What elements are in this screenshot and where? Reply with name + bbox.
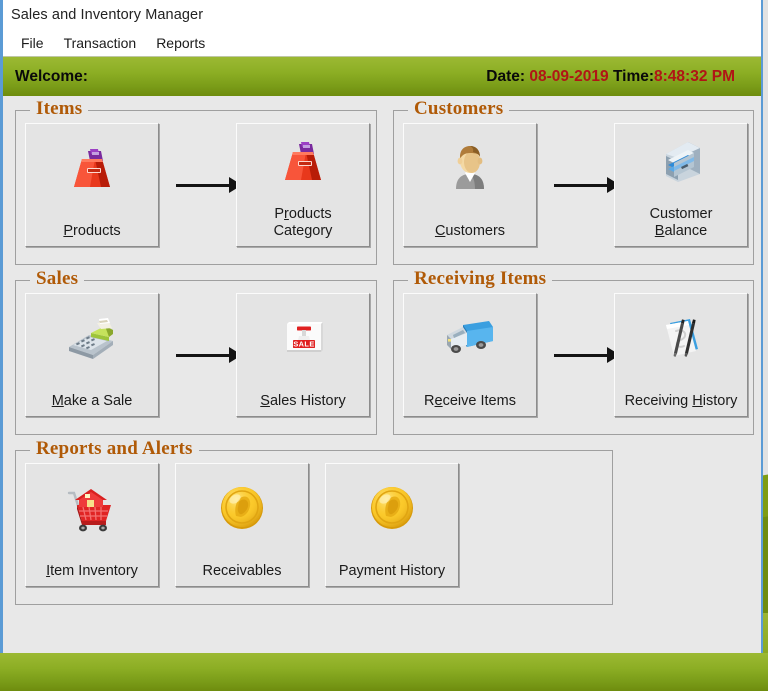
menu-item-reports[interactable]: Reports — [156, 35, 206, 51]
button-products[interactable]: Products — [25, 123, 159, 247]
button-products-label: Products — [63, 223, 121, 239]
person-icon — [404, 124, 536, 212]
client-area: Items Products — [3, 96, 761, 672]
arrow-customers-to-balance — [554, 177, 620, 193]
time-value: 8:48:32 PM — [654, 67, 735, 85]
shopping-bag-icon — [237, 124, 369, 198]
group-customers: Customers Customers — [393, 98, 754, 265]
date-value: 08-09-2019 — [529, 67, 609, 85]
button-item-inventory-label: Item Inventory — [46, 563, 138, 579]
title-bar: Sales and Inventory Manager — [3, 0, 761, 30]
application-window: Sales and Inventory Manager File Transac… — [0, 0, 766, 672]
status-bar — [0, 653, 768, 691]
arrow-receive-to-history — [554, 347, 620, 363]
svg-text:SALE: SALE — [293, 340, 314, 349]
documents-pen-icon — [615, 294, 747, 382]
time-label: Time: — [612, 67, 655, 85]
button-make-a-sale[interactable]: Make a Sale — [25, 293, 159, 417]
gold-coin-icon — [176, 464, 308, 552]
button-receiving-history[interactable]: Receiving History — [614, 293, 748, 417]
group-items-title: Items — [30, 98, 89, 120]
button-sales-history-label: Sales History — [260, 393, 346, 409]
shopping-cart-icon — [26, 464, 158, 552]
button-receivables-label: Receivables — [202, 563, 282, 579]
group-reports-and-alerts-title: Reports and Alerts — [30, 438, 199, 460]
button-customers[interactable]: Customers — [403, 123, 537, 247]
menu-item-transaction[interactable]: Transaction — [63, 35, 137, 51]
arrow-sale-to-history — [176, 347, 242, 363]
date-label: Date: — [486, 67, 526, 85]
gold-coin-icon — [326, 464, 458, 552]
button-sales-history[interactable]: SALE Sales History — [236, 293, 370, 417]
button-payment-history-label: Payment History — [338, 563, 446, 579]
filing-cabinet-icon — [615, 124, 747, 198]
button-customers-label: Customers — [434, 223, 506, 239]
shopping-bag-icon — [26, 124, 158, 212]
group-receiving-items-title: Receiving Items — [408, 268, 553, 290]
button-make-a-sale-label: Make a Sale — [51, 393, 133, 409]
menu-bar: File Transaction Reports — [3, 30, 761, 57]
sale-sign-icon: SALE — [237, 294, 369, 382]
group-receiving-items: Receiving Items — [393, 268, 754, 435]
delivery-truck-icon — [404, 294, 536, 382]
welcome-label: Welcome: — [15, 67, 88, 85]
button-receive-items[interactable]: Receive Items — [403, 293, 537, 417]
group-sales: Sales — [15, 268, 377, 435]
group-reports-and-alerts: Reports and Alerts — [15, 438, 613, 605]
group-customers-title: Customers — [408, 98, 510, 120]
button-payment-history[interactable]: Payment History — [325, 463, 459, 587]
window-title: Sales and Inventory Manager — [11, 7, 204, 23]
cash-register-icon — [26, 294, 158, 382]
button-receive-items-label: Receive Items — [424, 393, 516, 409]
button-receivables[interactable]: Receivables — [175, 463, 309, 587]
welcome-bar: Welcome: Date: 08-09-2019 Time:8:48:32 P… — [3, 57, 761, 96]
group-sales-title: Sales — [30, 268, 85, 290]
datetime-display: Date: 08-09-2019 Time:8:48:32 PM — [486, 68, 735, 86]
button-item-inventory[interactable]: Item Inventory — [25, 463, 159, 587]
button-receiving-history-label: Receiving History — [624, 393, 738, 409]
arrow-products-to-category — [176, 177, 242, 193]
group-items: Items Products — [15, 98, 377, 265]
menu-item-file[interactable]: File — [21, 35, 44, 51]
